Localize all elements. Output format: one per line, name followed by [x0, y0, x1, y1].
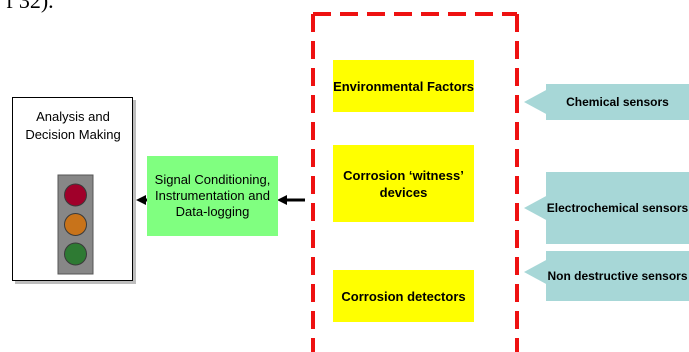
- arrow-frame-to-signal: [277, 195, 305, 205]
- dashed-monitoring-frame: [311, 12, 519, 352]
- arrow-electrochemical-sensors: [524, 195, 548, 221]
- corrosion-witness-devices-box: Corrosion ‘witness’ devices: [333, 145, 474, 222]
- environmental-factors-box: Environmental Factors: [333, 60, 474, 112]
- signal-conditioning-label: Signal Conditioning, Instrumentation and…: [154, 172, 271, 219]
- electrochemical-sensors-label: Electrochemical sensors: [546, 201, 689, 215]
- corrosion-witness-devices-label: Corrosion ‘witness’ devices: [343, 167, 464, 200]
- chemical-sensors-label: Chemical sensors: [566, 95, 669, 109]
- signal-conditioning-box: Signal Conditioning, Instrumentation and…: [147, 156, 278, 236]
- corrosion-detectors-label: Corrosion detectors: [341, 288, 466, 304]
- arrow-chemical-sensors: [524, 89, 548, 115]
- nondestructive-sensors-box: Non destructive sensors: [546, 251, 689, 301]
- corrosion-detectors-box: Corrosion detectors: [333, 270, 474, 322]
- nondestructive-sensors-label: Non destructive sensors: [547, 269, 688, 283]
- arrow-nondestructive-sensors: [524, 259, 548, 285]
- traffic-light-red: [64, 183, 87, 207]
- chemical-sensors-box: Chemical sensors: [546, 84, 689, 120]
- analysis-title: Analysis and Decision Making: [25, 109, 121, 142]
- cropped-caption-fragment: f 32).: [6, 0, 54, 13]
- environmental-factors-label: Environmental Factors: [333, 78, 474, 94]
- traffic-light-green: [64, 242, 87, 266]
- electrochemical-sensors-box: Electrochemical sensors: [546, 172, 689, 244]
- traffic-light-amber: [64, 213, 87, 236]
